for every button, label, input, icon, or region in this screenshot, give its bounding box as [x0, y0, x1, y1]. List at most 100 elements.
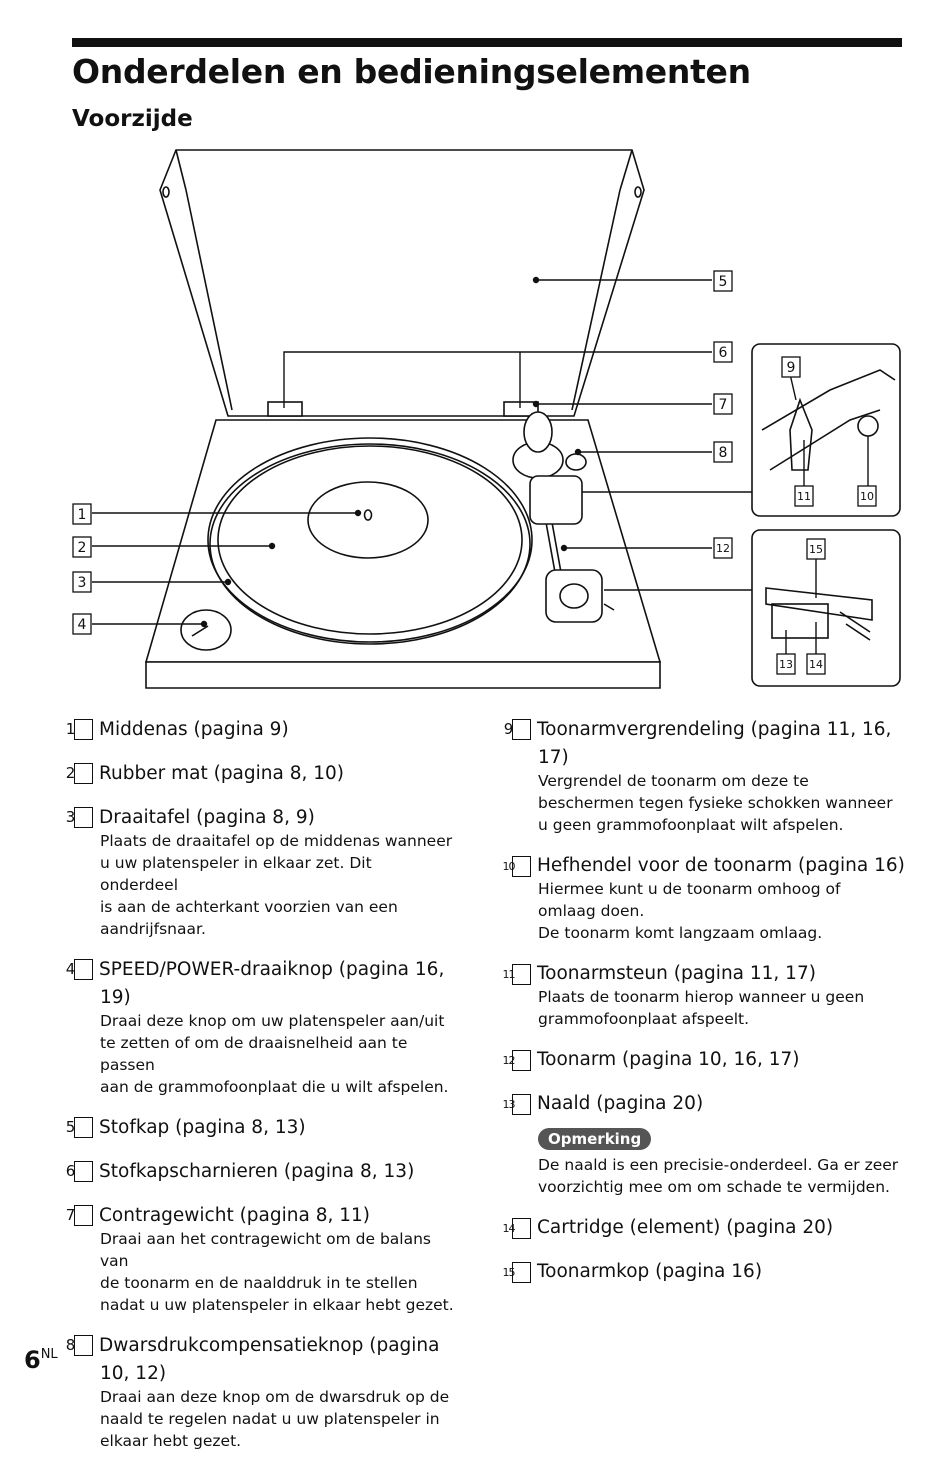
part-number-box: 11 — [503, 964, 531, 985]
svg-text:9: 9 — [787, 360, 796, 376]
part-heading: 15 Toonarmkop (pagina 16) — [503, 1258, 912, 1286]
part-heading: 7 Contragewicht (pagina 8, 11) — [66, 1202, 454, 1230]
callout-5: 5 — [713, 270, 733, 292]
part-heading-text: Toonarmkop (pagina 16) — [537, 1261, 763, 1282]
part-description: Draai aan deze knop om de dwarsdruk op d… — [74, 1386, 454, 1452]
part-heading-text: Cartridge (element) (pagina 20) — [537, 1217, 834, 1238]
inset-headshell — [751, 529, 901, 687]
part-heading: 13 Naald (pagina 20) — [503, 1090, 912, 1118]
description-line: aandrijfsnaar. — [100, 920, 206, 938]
top-rule — [72, 38, 902, 47]
description-line: omlaag doen. — [538, 902, 645, 920]
page-number: 6NL — [24, 1346, 58, 1374]
description-line: aan de grammofoonplaat die u wilt afspel… — [100, 1078, 449, 1096]
svg-text:12: 12 — [716, 542, 730, 555]
part-heading-text: Contragewicht (pagina 8, 11) — [99, 1205, 370, 1226]
part-heading-text: Draaitafel (pagina 8, 9) — [99, 807, 315, 828]
callout-12: 12 — [713, 537, 733, 559]
callout-3: 3 — [72, 571, 92, 593]
part-item-7: 7 Contragewicht (pagina 8, 11)Draai aan h… — [66, 1202, 454, 1316]
svg-text:15: 15 — [809, 543, 823, 556]
part-description: Draai aan het contragewicht om de balans… — [74, 1228, 454, 1316]
part-number-box: 6 — [66, 1161, 93, 1182]
callout-14: 14 — [806, 653, 826, 675]
description-line: te zetten of om de draaisnelheid aan te … — [100, 1034, 408, 1074]
description-line: De toonarm komt langzaam omlaag. — [538, 924, 823, 942]
dust-cover-drawing — [159, 149, 645, 417]
callout-8: 8 — [713, 441, 733, 463]
callout-4: 4 — [72, 613, 92, 635]
part-heading-text: Stofkapscharnieren (pagina 8, 13) — [99, 1161, 415, 1182]
description-line: u uw platenspeler in elkaar zet. Dit ond… — [100, 854, 372, 894]
callout-11: 11 — [794, 485, 814, 507]
svg-text:5: 5 — [719, 274, 728, 290]
callout-2: 2 — [72, 536, 92, 558]
svg-text:14: 14 — [809, 658, 823, 671]
description-line: beschermen tegen fysieke schokken wannee… — [538, 794, 893, 812]
part-number-box: 10 — [503, 856, 531, 877]
description-line: naald te regelen nadat u uw platenspeler… — [100, 1410, 440, 1428]
svg-text:11: 11 — [797, 490, 811, 503]
description-line: is aan de achterkant voorzien van een — [100, 898, 398, 916]
part-description: Plaats de draaitafel op de middenas wann… — [74, 830, 454, 940]
part-number-box: 1 — [66, 719, 93, 740]
part-number-box: 9 — [504, 719, 531, 740]
callout-7: 7 — [713, 393, 733, 415]
turntable-body-drawing — [144, 401, 662, 689]
callout-13: 13 — [776, 653, 796, 675]
callout-9: 9 — [781, 356, 801, 378]
part-heading: 11 Toonarmsteun (pagina 11, 17) — [503, 960, 912, 988]
part-heading: 10 Hefhendel voor de toonarm (pagina 16) — [503, 852, 912, 880]
note-text: De naald is een precisie-onderdeel. Ga e… — [512, 1154, 912, 1198]
description-line: grammofoonplaat afspeelt. — [538, 1010, 750, 1028]
svg-text:10: 10 — [860, 490, 874, 503]
part-heading-text: Toonarmsteun (pagina 11, 17) — [537, 963, 816, 984]
part-number-box: 7 — [66, 1205, 93, 1226]
part-number-box: 14 — [503, 1218, 531, 1239]
description-line: de toonarm en de naalddruk in te stellen — [100, 1274, 418, 1292]
description-line: Draai aan deze knop om de dwarsdruk op d… — [100, 1388, 450, 1406]
leader-lines — [92, 276, 869, 654]
callout-10: 10 — [857, 485, 877, 507]
svg-text:3: 3 — [78, 575, 87, 591]
part-heading-text: Toonarm (pagina 10, 16, 17) — [537, 1049, 800, 1070]
description-line: nadat u uw platenspeler in elkaar hebt g… — [100, 1296, 454, 1314]
part-description: Plaats de toonarm hierop wanneer u geen g… — [512, 986, 912, 1030]
page-number-value: 6 — [24, 1346, 41, 1374]
callout-6: 6 — [713, 341, 733, 363]
part-heading-text: Hefhendel voor de toonarm (pagina 16) — [537, 855, 905, 876]
part-item-6: 6 Stofkapscharnieren (pagina 8, 13) — [66, 1158, 454, 1186]
part-heading-text: Naald (pagina 20) — [537, 1093, 704, 1114]
part-heading-text: SPEED/POWER-draaiknop (pagina 16, 19) — [99, 959, 445, 1008]
description-line: u geen grammofoonplaat wilt afspelen. — [538, 816, 844, 834]
part-description: Hiermee kunt u de toonarm omhoog of omlaa… — [512, 878, 912, 944]
part-description: Draai deze knop om uw platenspeler aan/u… — [74, 1010, 454, 1098]
description-line: Hiermee kunt u de toonarm omhoog of — [538, 880, 841, 898]
part-item-14: 14 Cartridge (element) (pagina 20) — [503, 1214, 912, 1242]
svg-text:1: 1 — [78, 507, 87, 523]
description-line: elkaar hebt gezet. — [100, 1432, 242, 1450]
description-line: Vergrendel de toonarm om deze te — [538, 772, 809, 790]
description-line: Draai deze knop om uw platenspeler aan/u… — [100, 1012, 445, 1030]
part-number-box: 15 — [503, 1262, 531, 1283]
description-line: Plaats de toonarm hierop wanneer u geen — [538, 988, 865, 1006]
note-line: voorzichtig mee om om schade te vermijde… — [538, 1178, 890, 1196]
callout-15: 15 — [806, 538, 826, 560]
part-description: Vergrendel de toonarm om deze te bescherm… — [512, 770, 912, 836]
part-number-box: 13 — [503, 1094, 531, 1115]
part-heading: 14 Cartridge (element) (pagina 20) — [503, 1214, 912, 1242]
part-heading: 6 Stofkapscharnieren (pagina 8, 13) — [66, 1158, 454, 1186]
